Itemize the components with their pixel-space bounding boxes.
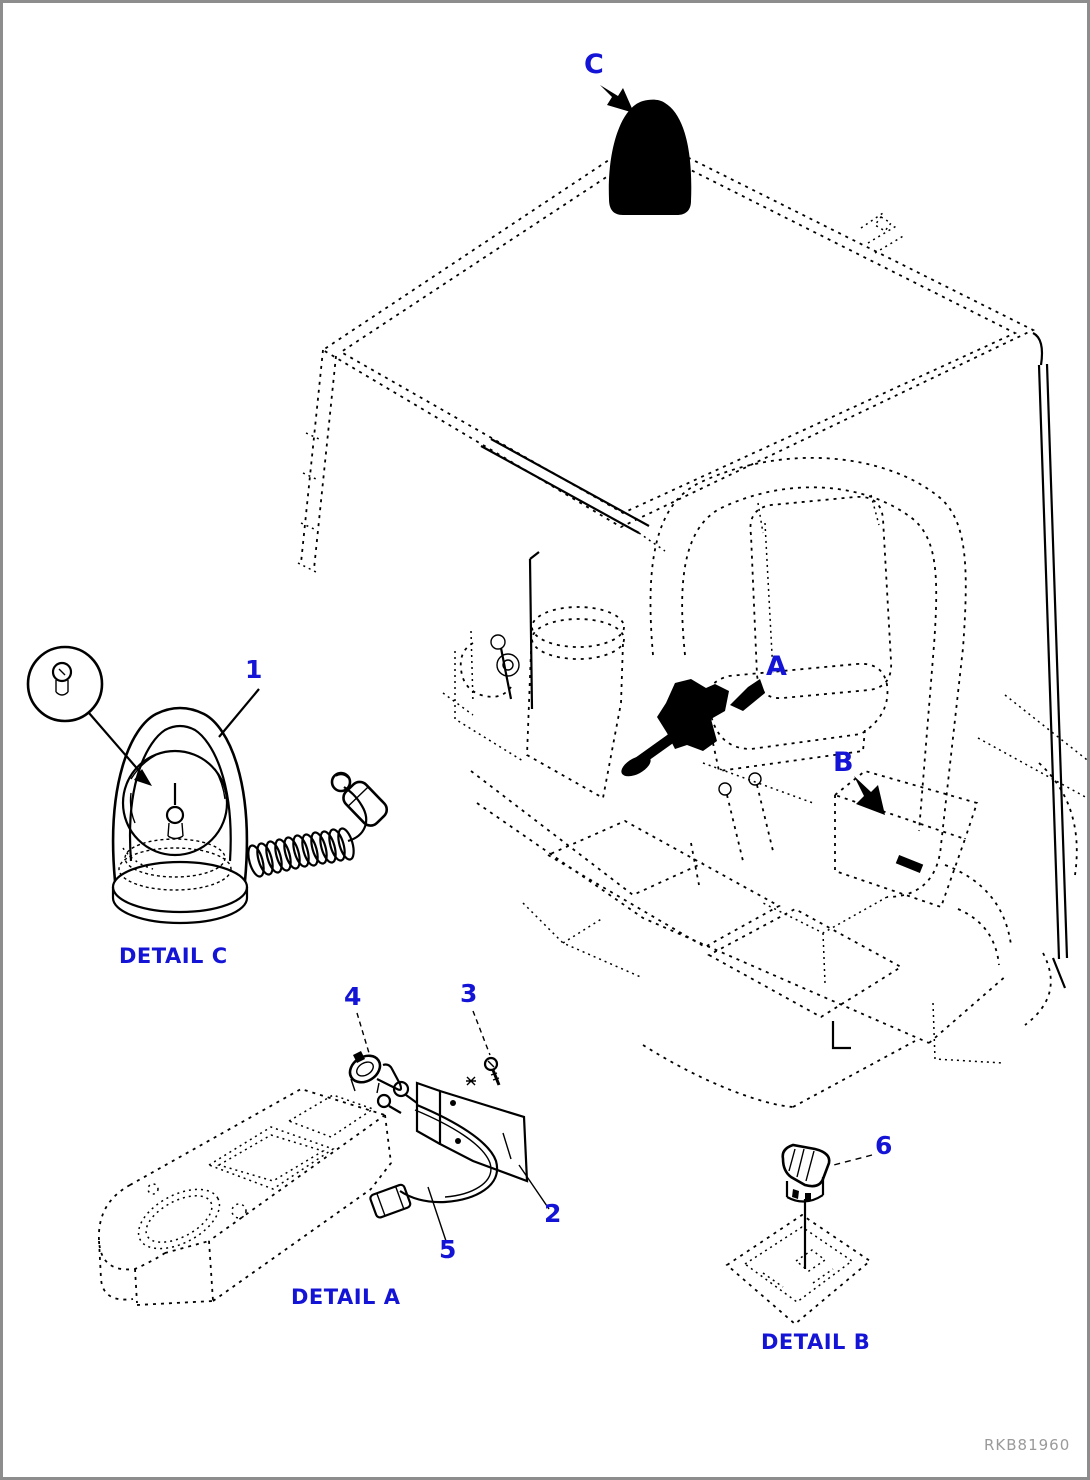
arrow-a-icon <box>730 679 765 711</box>
mounting-marker-b <box>895 854 924 874</box>
bracket-part-2 <box>415 1081 529 1183</box>
part-label-1: 1 <box>245 655 263 684</box>
console-outline <box>98 1088 392 1306</box>
screw-part-3 <box>466 1056 501 1086</box>
drawing-number-watermark: RKB81960 <box>984 1436 1071 1454</box>
switch-mounting-panel <box>725 1213 872 1326</box>
arrow-b-icon <box>854 776 885 815</box>
part-label-6: 6 <box>875 1131 893 1160</box>
beacon-lamp-detail <box>111 706 249 925</box>
mounting-marker-a <box>621 679 729 777</box>
machine-platform-drawing <box>442 457 1087 1108</box>
detail-b-caption: DETAIL B <box>761 1330 871 1354</box>
part-label-4: 4 <box>344 982 362 1011</box>
harness-part-5 <box>369 1080 499 1219</box>
beacon-lamp-silhouette <box>608 99 692 215</box>
bulb-callout <box>26 645 152 786</box>
part-label-5: 5 <box>439 1235 457 1264</box>
part-5-leader <box>427 1186 447 1242</box>
detail-a-drawing <box>98 1010 550 1306</box>
arrow-c-icon <box>600 85 634 113</box>
coiled-cord <box>247 786 368 878</box>
view-label-c: C <box>584 49 604 80</box>
canopy-rear-rod <box>1032 332 1069 989</box>
part-6-leader <box>829 1154 873 1167</box>
part-2-leader <box>518 1164 550 1210</box>
part-label-3: 3 <box>460 979 478 1008</box>
part-1-leader <box>218 688 260 738</box>
detail-a-caption: DETAIL A <box>291 1285 401 1309</box>
power-plug <box>330 771 389 827</box>
view-label-a: A <box>766 651 787 682</box>
view-label-b: B <box>833 747 854 778</box>
canopy-right-strut <box>480 438 666 552</box>
detail-c-drawing <box>26 645 389 925</box>
switch-part-6 <box>781 1143 831 1203</box>
part-4-leader <box>356 1012 370 1054</box>
detail-b-drawing <box>725 1143 873 1326</box>
detail-c-caption: DETAIL C <box>119 944 228 968</box>
canopy-front-post <box>297 349 337 574</box>
parts-diagram-canvas <box>26 85 1087 1326</box>
canopy-roof-outline <box>321 134 1036 529</box>
part-3-leader <box>472 1010 491 1056</box>
socket-part-4 <box>348 1051 403 1094</box>
part-label-2: 2 <box>544 1199 562 1228</box>
